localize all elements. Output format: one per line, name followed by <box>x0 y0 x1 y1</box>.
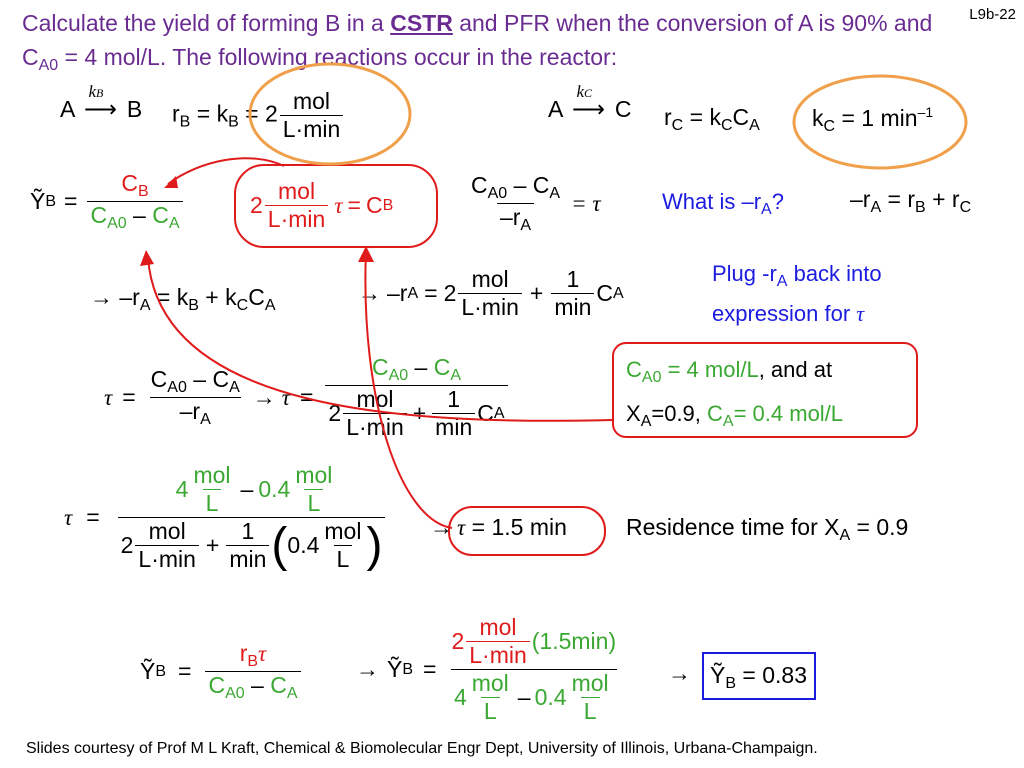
rate-c-equation: rC = kCCA <box>664 104 760 134</box>
ra-sum: –rA = rB + rC <box>850 186 972 216</box>
arrowhead-denominator <box>140 250 154 266</box>
yield-result-arrow: → <box>668 660 691 686</box>
tau-result-circle <box>448 506 606 556</box>
slide-number: L9b-22 <box>969 6 1016 23</box>
reaction-a-to-b: A kB ⟶ B <box>60 82 143 122</box>
slide-title: Calculate the yield of forming B in a CS… <box>22 10 933 74</box>
given-conditions-box: CA0 = 4 mol/L, and at XA=0.9, CA= 0.4 mo… <box>612 342 918 438</box>
yield-result-box: ỸB = 0.83 <box>702 652 816 700</box>
kc-value: kC = 1 min–1 <box>812 104 934 135</box>
footer-credit: Slides courtesy of Prof M L Kraft, Chemi… <box>26 740 818 757</box>
reaction-a-to-c: A kC ⟶ C <box>548 82 632 122</box>
tau-result: →τ = 1.5 min <box>430 514 567 540</box>
question-ra: What is –rA? <box>662 189 784 218</box>
arrowhead-tau <box>358 246 374 262</box>
residence-time-label: Residence time for XA = 0.9 <box>626 514 909 544</box>
plug-note: Plug -rA back into expression for τ <box>712 261 882 326</box>
ra-expression: → –rA = kB + kCCA <box>90 284 276 314</box>
tau-definition: CA0 – CA –rA = τ <box>471 172 601 234</box>
